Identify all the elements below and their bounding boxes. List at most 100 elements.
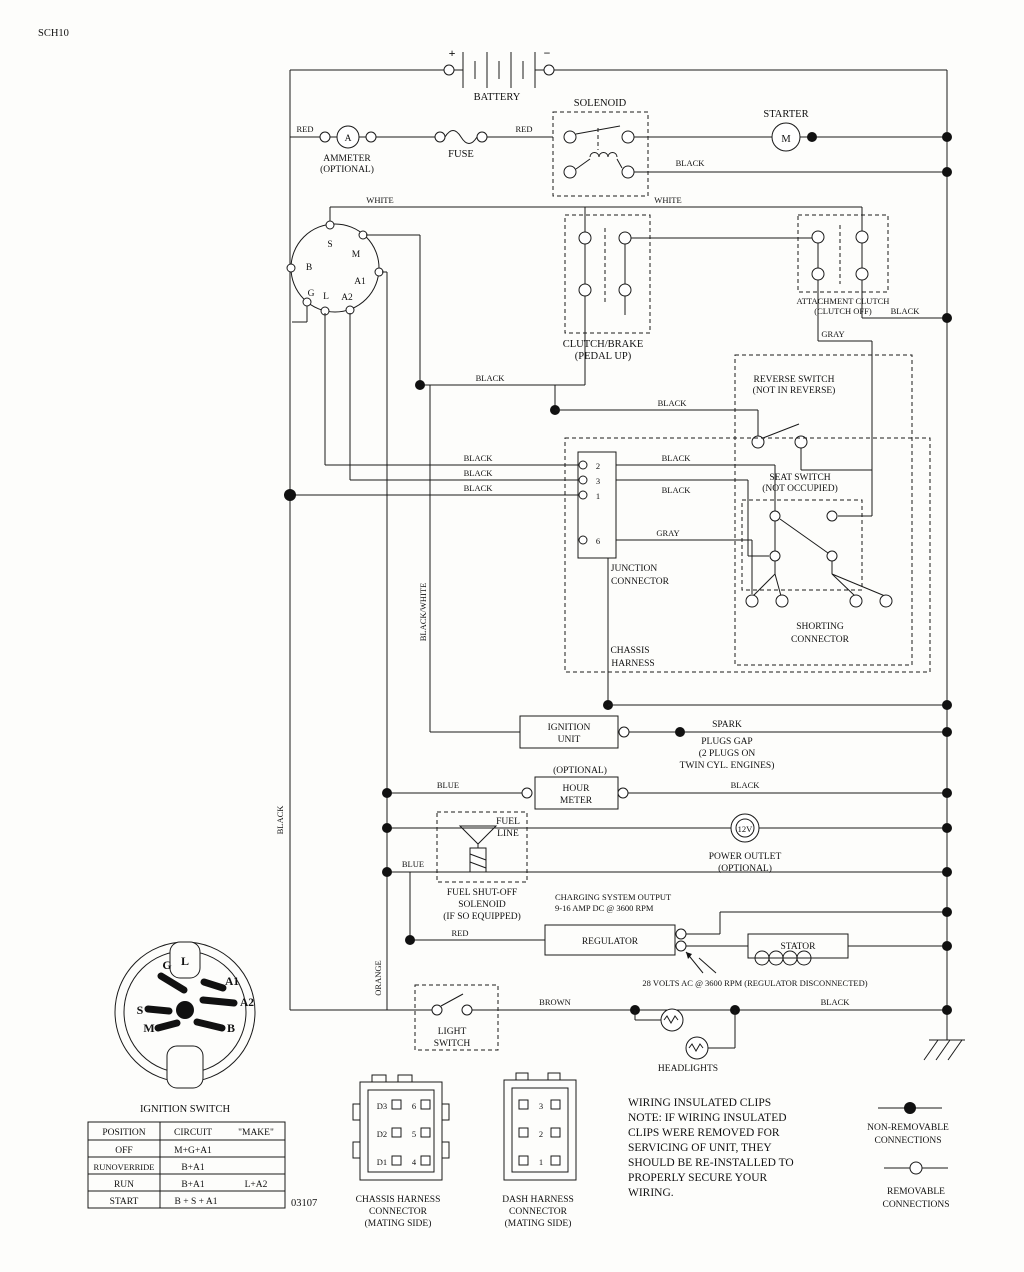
chassis-conn-label-2: CONNECTOR [369,1207,428,1217]
wire-label-black: BLACK [731,780,761,790]
junction-connector: BLACK BLACK BLACK 2 3 1 6 JUNCTION CONNE… [284,313,776,705]
ammeter-label: AMMETER [323,154,371,164]
stator-label: STATOR [781,942,817,952]
attachment-clutch-label: ATTACHMENT CLUTCH [797,296,890,306]
seat-switch-label: SEAT SWITCH [769,473,830,483]
spark-plugs-label-2: PLUGS GAP [701,737,752,747]
detail-terminal-m: M [143,1021,154,1035]
wire-label-black: BLACK [662,453,692,463]
key-terminal-g: G [308,289,315,299]
solenoid-label: SOLENOID [574,98,627,109]
junction-label-2: CONNECTOR [611,577,670,587]
battery-terminal-pos [443,64,455,76]
ignition-unit-label-2: UNIT [558,735,581,745]
hour-meter-optional-label: (OPTIONAL) [553,765,607,776]
reverse-switch-sub-label: (NOT IN REVERSE) [753,385,836,396]
detail-terminal-s: S [137,1003,144,1017]
battery-minus-sign: − [544,46,551,60]
dash-conn-label-3: (MATING SIDE) [505,1218,572,1229]
key-terminal-m: M [352,250,361,260]
shorting-label: SHORTING [796,622,844,632]
ignition-unit-label: IGNITION [548,723,591,733]
chassis-conn-pin: 6 [412,1101,416,1111]
fuel-line-label-2: LINE [497,829,519,839]
wire-label-red: RED [452,928,469,938]
dash-conn-pin: 1 [539,1157,543,1167]
table-cell: START [110,1197,139,1207]
stator-voltage-note: 28 VOLTS AC @ 3600 RPM (REGULATOR DISCON… [642,978,867,988]
legend-non-removable-2: CONNECTIONS [874,1136,941,1146]
wire-label-black: BLACK [464,468,494,478]
connections-legend: NON-REMOVABLE CONNECTIONS REMOVABLE CONN… [867,1102,950,1210]
wire-label-red: RED [297,124,314,134]
junction-pin-3: 3 [596,476,600,486]
reverse-switch: REVERSE SWITCH (NOT IN REVERSE) [751,375,873,517]
ammeter-optional-label: (OPTIONAL) [320,164,374,175]
power-outlet-optional-label: (OPTIONAL) [718,863,772,874]
key-slot-top [169,941,201,979]
junction-pin-2: 2 [596,461,600,471]
ammeter-fuse-row: A RED RED AMMETER (OPTIONAL) FUSE [290,124,553,175]
ignition-switch-title: IGNITION SWITCH [140,1104,231,1115]
wiring-clips-note: WIRING INSULATED CLIPS NOTE: IF WIRING I… [628,1097,794,1199]
legend-removable-1: REMOVABLE [887,1187,945,1197]
ammeter-symbol: A [345,134,352,144]
note-line: SERVICING OF UNIT, THEY [628,1142,772,1154]
ignition-switch-detail: G L A1 A2 S M B IGNITION SWITCH [114,941,256,1115]
note-line: SHOULD BE RE-INSTALLED TO [628,1157,794,1169]
dash-conn-pin: 2 [539,1129,543,1139]
removable-connection-symbol [909,1161,923,1175]
attachment-clutch-sub-label: (CLUTCH OFF) [814,306,872,316]
spark-plugs-label-3: (2 PLUGS ON [699,748,756,759]
sheet-number: 03107 [291,1198,317,1209]
legend-removable-2: CONNECTIONS [882,1200,949,1210]
wire-label-white: WHITE [366,195,393,205]
fuse-label: FUSE [448,149,474,160]
wire-label-blue: BLUE [437,780,459,790]
starter: M STARTER [634,109,952,152]
light-switch-label: LIGHT [438,1027,467,1037]
regulator-label: REGULATOR [582,937,639,947]
clutch-brake-label: CLUTCH/BRAKE [563,339,644,350]
dash-conn-label-1: DASH HARNESS [502,1195,574,1205]
battery: + − BATTERY [290,46,947,103]
detail-terminal-a1: A1 [225,976,239,988]
spark-plugs-label-4: TWIN CYL. ENGINES) [680,760,775,771]
headlight-2 [685,1036,709,1060]
wire-label-black-vertical: BLACK [275,805,285,835]
table-cell: M+G+A1 [174,1146,212,1156]
clutch-brake-sub-label: (PEDAL UP) [575,351,632,362]
seat-switch: SEAT SWITCH (NOT OCCUPIED) [741,473,886,597]
mid-black-wires: BLACK BLACK BLACK/WHITE [415,373,758,732]
legend-non-removable-1: NON-REMOVABLE [867,1123,949,1133]
starter-solenoid: SOLENOID BLACK [552,98,952,197]
white-wires: WHITE WHITE [329,195,863,1010]
key-terminal-b: B [306,263,312,273]
seat-switch-sub-label: (NOT OCCUPIED) [762,483,838,494]
fuel-line-label: FUEL [496,817,520,827]
detail-terminal-a2: A2 [240,997,254,1009]
wire-label-black: BLACK [662,485,692,495]
charging-output-label: CHARGING SYSTEM OUTPUT [555,892,672,902]
wire-label-red: RED [516,124,533,134]
clutch-brake-switch: CLUTCH/BRAKE (PEDAL UP) [563,214,812,385]
ground-return-wire [603,700,952,710]
spark-plugs-label-1: SPARK [712,720,742,730]
fuel-valve-symbol [458,825,498,845]
fuel-shutoff-label-2: SOLENOID [458,900,506,910]
chassis-harness-connector: D3 6 D2 5 D1 4 CHASSIS HARNESS CONNECTOR… [352,1074,450,1229]
table-cell: RUNOVERRIDE [94,1162,155,1172]
chassis-conn-pin: D1 [377,1157,387,1167]
battery-plus-sign: + [449,46,456,60]
chassis-conn-pin: D3 [377,1101,387,1111]
hour-meter-label-2: METER [560,796,593,806]
key-terminal-s: S [327,240,332,250]
table-header-position: POSITION [102,1128,145,1138]
power-rails: BLACK [275,70,948,1040]
table-cell: L+A2 [245,1180,268,1190]
hour-meter-label: HOUR [563,784,591,794]
charging-system: CHARGING SYSTEM OUTPUT 9-16 AMP DC @ 360… [373,872,952,996]
battery-terminal-neg [543,64,555,76]
wire-label-brown: BROWN [539,997,571,1007]
